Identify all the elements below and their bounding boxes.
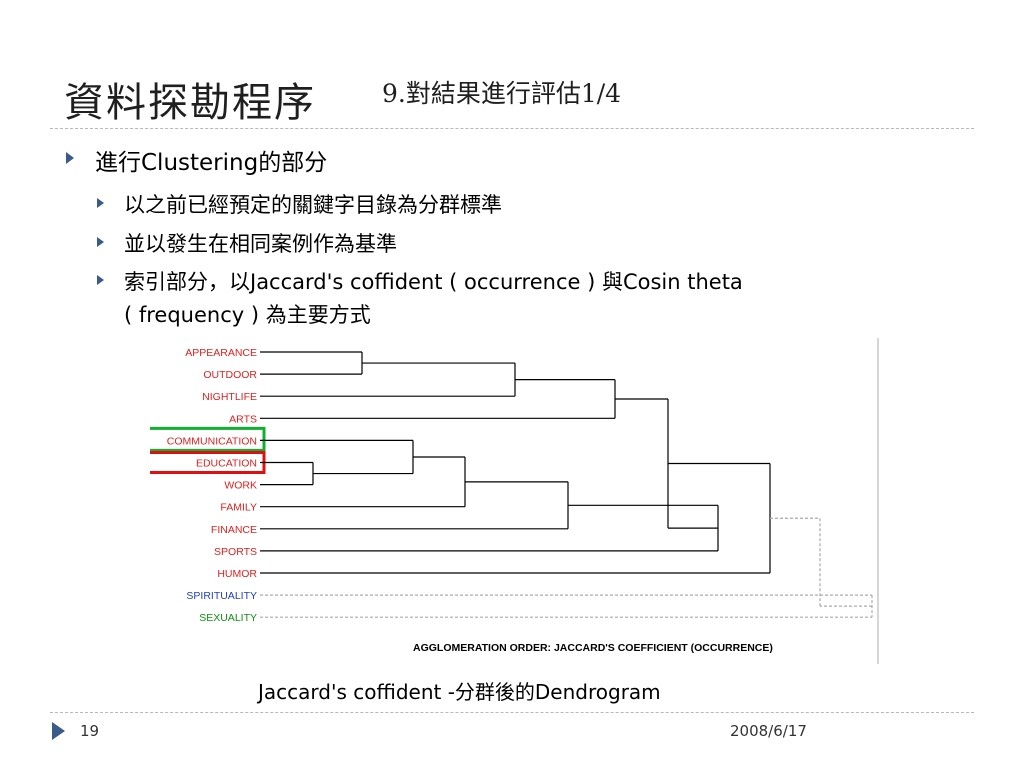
leaf-label: SPIRITUALITY [186,590,257,602]
leaf-label: FINANCE [211,524,257,536]
slide-title: 資料探勘程序 [64,80,316,126]
figure-caption: Jaccard's coffident -分群後的Dendrogram [258,680,661,704]
leaf-label: WORK [224,480,257,492]
page-number: 19 [80,722,100,740]
leaf-label: NIGHTLIFE [202,391,257,403]
footer-divider [50,712,974,713]
agglomeration-label: AGGLOMERATION ORDER: JACCARD'S COEFFICIE… [413,642,773,654]
leaf-label: FAMILY [220,502,257,514]
leaf-label: SEXUALITY [199,612,257,624]
highlight-box-communication [150,426,266,452]
bullet-arrow-icon [66,152,74,164]
sub-bullet-arrow-icon [97,237,104,247]
leaf-label: ARTS [229,413,257,425]
sub-bullet-1: 以之前已經預定的關鍵字目錄為分群標準 [124,193,502,217]
leaf-label: SPORTS [214,546,257,558]
sub-bullet-3-cont: ( frequency ) 為主要方式 [124,303,371,327]
bullet-clustering: 進行Clustering的部分 [95,150,328,176]
dendrogram: APPEARANCE OUTDOOR NIGHTLIFE ARTS COMMUNICAT… [150,338,879,664]
leaf-label: APPEARANCE [185,347,257,359]
sub-bullet-arrow-icon [97,275,104,285]
sub-bullet-arrow-icon [97,198,104,208]
leaf-label: OUTDOOR [203,369,257,381]
sub-bullet-3: 索引部分，以Jaccard's coffident ( occurrence )… [124,270,743,294]
leaf-label: HUMOR [217,568,257,580]
nav-arrow-icon [52,722,65,740]
title-divider [50,128,974,129]
slide-date: 2008/6/17 [730,722,807,740]
leaf-label: COMMUNICATION [167,435,257,447]
leaf-label: EDUCATION [196,458,257,470]
sub-bullet-2: 並以發生在相同案例作為基準 [124,232,397,256]
slide-subtitle: 9.對結果進行評估1/4 [382,79,622,108]
